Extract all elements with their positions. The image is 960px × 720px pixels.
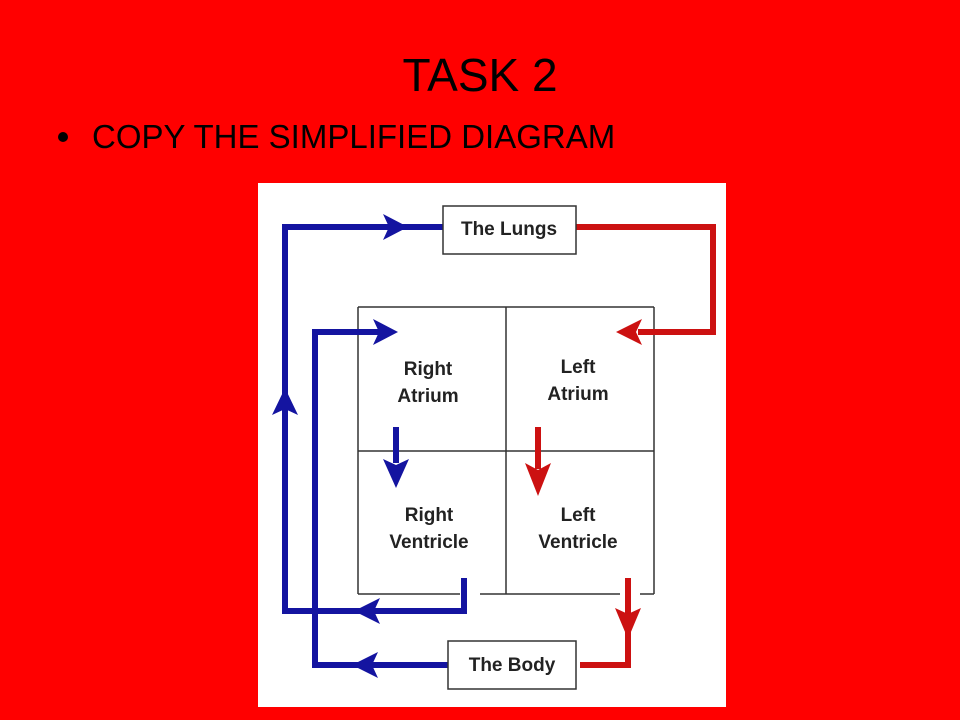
right-ventricle-label-line2: Ventricle [389, 532, 468, 553]
arrow-to-left-atrium-icon [616, 319, 642, 345]
deoxygenated-arrowheads [272, 214, 409, 678]
lungs-box-frame [442, 205, 577, 255]
bullet-dot-icon [58, 132, 68, 142]
slide-title-text: TASK 2 [402, 49, 558, 101]
oxygenated-flow [535, 224, 716, 668]
arrow-to-right-atrium-icon [373, 319, 398, 345]
pulmonary-vein-path [576, 224, 716, 335]
left-atrium-label-line1: Left [561, 357, 597, 378]
right-atrium-label-line2: Atrium [397, 386, 458, 407]
arrow-left-ventricle-out-icon [354, 598, 380, 624]
deoxygenated-flow [282, 224, 467, 668]
body-box-frame [447, 640, 577, 690]
lungs-label: The Lungs [461, 219, 557, 240]
lungs-box: The Lungs [442, 205, 577, 255]
arrow-down-right-side-icon [383, 459, 409, 488]
aorta-path [580, 578, 631, 668]
vena-cava-path [312, 329, 448, 668]
body-label: The Body [469, 655, 556, 676]
body-box: The Body [447, 640, 577, 690]
left-ventricle-label-line2: Ventricle [538, 532, 617, 553]
arrow-to-lungs-icon [383, 214, 408, 240]
arrow-left-from-body-icon [352, 652, 378, 678]
slide-title: TASK 2 [0, 48, 960, 102]
left-atrium-label-line2: Atrium [547, 384, 608, 405]
pulmonary-artery-path [282, 224, 467, 614]
bullet-text: COPY THE SIMPLIFIED DIAGRAM [92, 118, 616, 155]
left-ventricle-label-line1: Left [561, 505, 597, 526]
diagram-canvas: The Lungs The Body Right Atrium Left Atr… [272, 205, 716, 690]
bullet-item: COPY THE SIMPLIFIED DIAGRAM [58, 118, 615, 156]
right-atrium-label-line1: Right [404, 359, 453, 380]
heart-grid [357, 306, 655, 595]
arrow-up-outer-icon [272, 388, 298, 415]
heart-circulation-diagram: The Lungs The Body Right Atrium Left Atr… [258, 183, 726, 707]
oxygenated-arrowheads [525, 319, 642, 639]
arrow-down-aorta-icon [615, 608, 641, 639]
arrow-down-left-side-icon [525, 463, 551, 496]
right-ventricle-label-line1: Right [405, 505, 454, 526]
